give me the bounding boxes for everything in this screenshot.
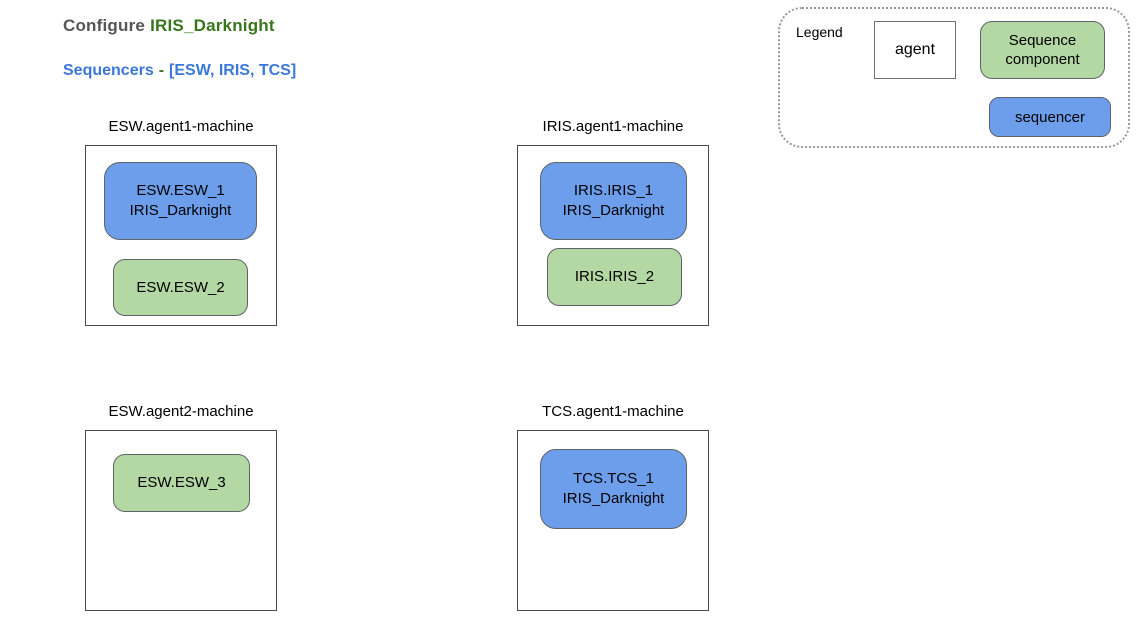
node-label-line: ESW.ESW_3: [137, 474, 226, 491]
sequencers-separator: -: [158, 62, 165, 79]
sequence-component-node: IRIS.IRIS_2: [547, 248, 682, 306]
legend-title: Legend: [796, 24, 843, 40]
node-label-line: TCS.TCS_1: [573, 470, 654, 487]
agent-machine-label: ESW.agent1-machine: [108, 118, 254, 135]
agent-machine-label: ESW.agent2-machine: [108, 403, 254, 420]
legend-agent-swatch: agent: [874, 21, 956, 79]
title-prefix: Configure: [63, 16, 146, 35]
node-label-line: IRIS_Darknight: [562, 490, 665, 507]
agent-rect: TCS.TCS_1 IRIS_Darknight: [517, 430, 709, 611]
node-label-line: IRIS.IRIS_1: [573, 182, 654, 199]
agent-machine-label: IRIS.agent1-machine: [542, 118, 684, 135]
legend-sequence-component-label: Sequence component: [1005, 32, 1080, 68]
agent-machine-label: TCS.agent1-machine: [542, 403, 684, 420]
sequencers-line: Sequencers-[ESW, IRIS, TCS]: [63, 62, 296, 80]
node-label-line: ESW.ESW_1: [136, 182, 225, 199]
legend: Legend agent Sequence component sequence…: [778, 7, 1130, 148]
legend-sequencer-swatch: sequencer: [989, 97, 1111, 137]
sequencers-label: Sequencers: [63, 62, 154, 79]
agent-rect: IRIS.IRIS_1 IRIS_Darknight IRIS.IRIS_2: [517, 145, 709, 326]
sequence-component-node: ESW.ESW_2: [113, 259, 248, 316]
agent-rect: ESW.ESW_1 IRIS_Darknight ESW.ESW_2: [85, 145, 277, 326]
agent-rect: ESW.ESW_3: [85, 430, 277, 611]
node-label-line: IRIS.IRIS_2: [574, 268, 655, 285]
legend-sequence-component-swatch: Sequence component: [980, 21, 1105, 79]
title-obs-mode: IRIS_Darknight: [150, 16, 275, 35]
sequencers-value: [ESW, IRIS, TCS]: [169, 62, 297, 79]
sequencer-node: ESW.ESW_1 IRIS_Darknight: [104, 162, 257, 240]
sequence-component-node: ESW.ESW_3: [113, 454, 250, 512]
sequencer-node: TCS.TCS_1 IRIS_Darknight: [540, 449, 687, 529]
legend-agent-label: agent: [894, 41, 936, 58]
node-label-line: IRIS_Darknight: [129, 202, 232, 219]
node-label-line: ESW.ESW_2: [136, 278, 225, 296]
legend-sequencer-label: sequencer: [1014, 108, 1086, 126]
sequencer-node: IRIS.IRIS_1 IRIS_Darknight: [540, 162, 687, 240]
node-label-line: IRIS_Darknight: [562, 202, 665, 219]
